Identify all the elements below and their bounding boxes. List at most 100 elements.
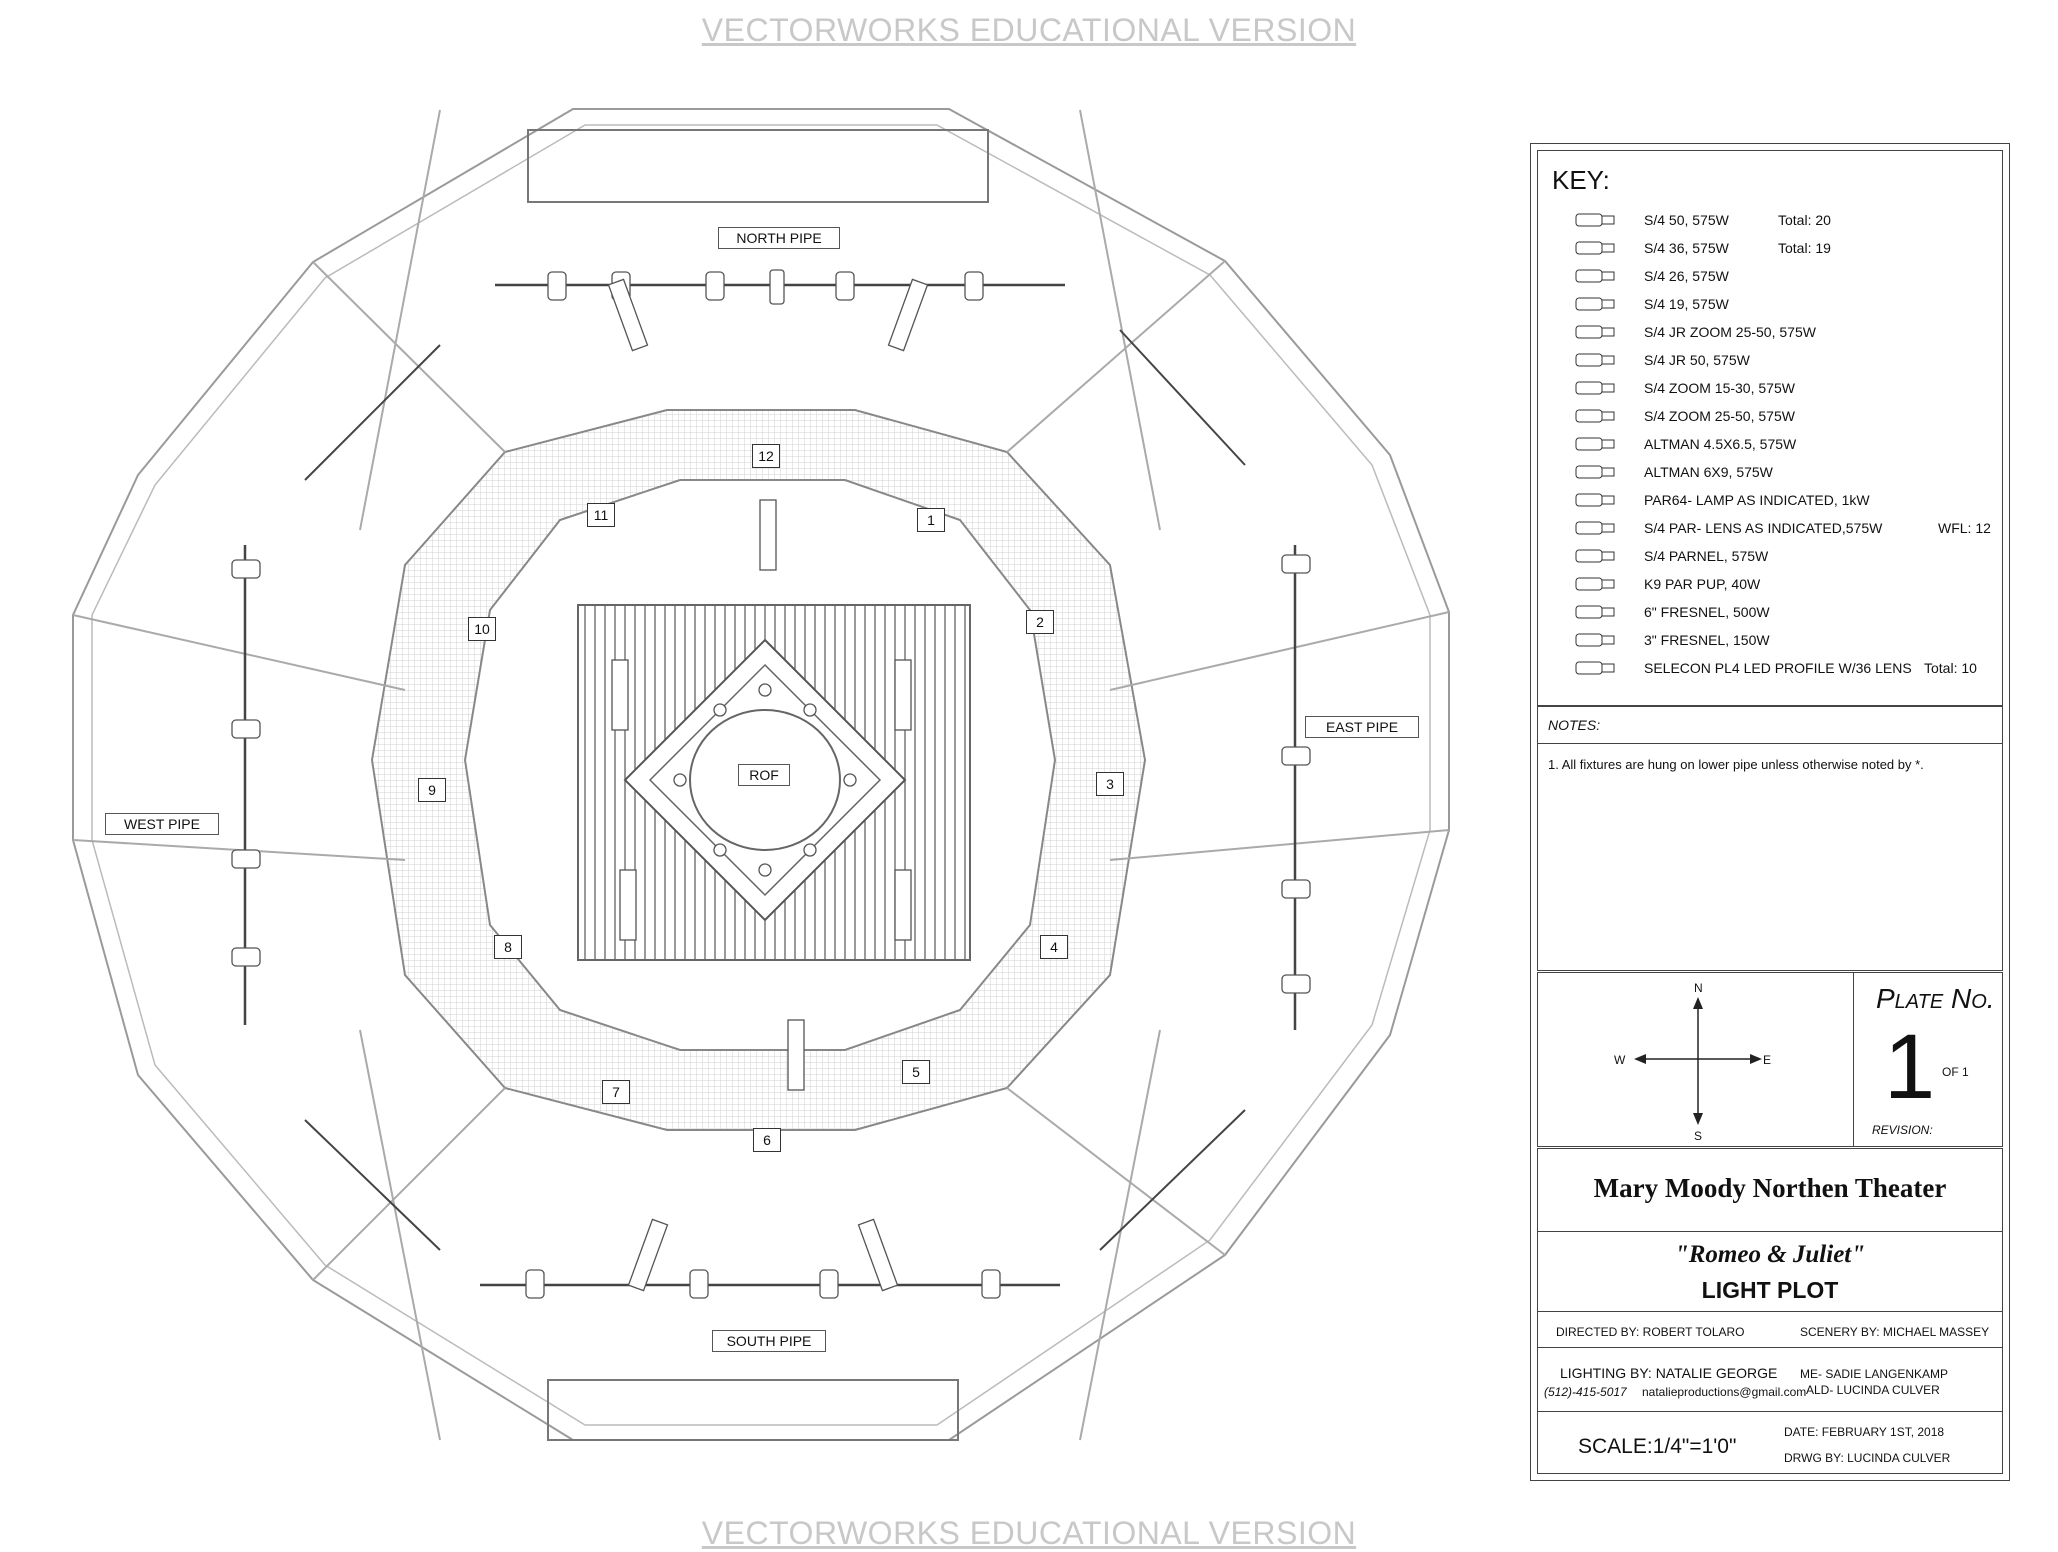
key-item-label: S/4 PAR- LENS AS INDICATED,575W — [1644, 520, 1883, 536]
key-item-label: S/4 ZOOM 15-30, 575W — [1644, 380, 1795, 396]
section-box-3: 3 — [1096, 772, 1124, 796]
fixture-symbol-icon — [1575, 381, 1615, 395]
master-electrician: ME- SADIE LANGENKAMP — [1800, 1367, 1949, 1381]
key-item: 3" FRESNEL, 150W — [1538, 627, 2004, 655]
fixture-symbol-icon — [1575, 465, 1615, 479]
key-item-label: 6" FRESNEL, 500W — [1644, 604, 1770, 620]
fixture-symbol-icon — [1575, 325, 1615, 339]
scale: SCALE:1/4"=1'0" — [1578, 1435, 1737, 1458]
drawn-by: DRWG BY: LUCINDA CULVER — [1784, 1451, 1951, 1465]
key-item-label: K9 PAR PUP, 40W — [1644, 576, 1761, 592]
key-item: S/4 JR 50, 575W — [1538, 347, 2004, 375]
plate-number: 1 — [1884, 1016, 1936, 1118]
plate-of: OF 1 — [1942, 1065, 1969, 1079]
scenery-by: SCENERY BY: MICHAEL MASSEY — [1800, 1325, 1990, 1339]
fixture-symbol-icon — [1575, 577, 1615, 591]
key-item-total: WFL: 12 — [1938, 520, 1991, 536]
fixture-symbol-icon — [1575, 409, 1615, 423]
key-item-label: S/4 JR 50, 575W — [1644, 352, 1750, 368]
show-title: "Romeo & Juliet" — [1674, 1241, 1866, 1268]
fixture-symbol-icon — [1575, 549, 1615, 563]
key-item-label: S/4 26, 575W — [1644, 268, 1729, 284]
notes-box: NOTES: 1. All fixtures are hung on lower… — [1537, 706, 2003, 971]
note-line-1: 1. All fixtures are hung on lower pipe u… — [1548, 757, 1924, 772]
key-title: KEY: — [1552, 165, 1610, 195]
fixture-symbol-icon — [1575, 521, 1615, 535]
key-item-label: ALTMAN 6X9, 575W — [1644, 464, 1773, 480]
section-box-7: 7 — [602, 1080, 630, 1104]
section-box-5: 5 — [902, 1060, 930, 1084]
compass-north: N — [1694, 981, 1703, 995]
revision-label: REVISION: — [1872, 1123, 1933, 1137]
lighting-by: LIGHTING BY: NATALIE GEORGE — [1560, 1365, 1778, 1381]
fixture-symbol-icon — [1575, 213, 1615, 227]
title-block-panel: KEY: S/4 50, 575W Total: 20 S/4 36, 575W To… — [1530, 143, 2010, 1481]
center-rof-label: ROF — [738, 764, 790, 786]
section-box-8: 8 — [494, 935, 522, 959]
section-box-4: 4 — [1040, 935, 1068, 959]
fixture-symbol-icon — [1575, 493, 1615, 507]
key-item-label: S/4 ZOOM 25-50, 575W — [1644, 408, 1795, 424]
directed-by: DIRECTED BY: ROBERT TOLARO — [1556, 1325, 1745, 1339]
fixture-symbol-icon — [1575, 437, 1615, 451]
plate-label: Plate No. — [1876, 983, 1995, 1014]
watermark-bottom: VECTORWORKS EDUCATIONAL VERSION — [701, 1515, 1357, 1551]
key-item: S/4 JR ZOOM 25-50, 575W — [1538, 319, 2004, 347]
key-item: S/4 36, 575W Total: 19 — [1538, 235, 2004, 263]
key-item-total: Total: 19 — [1778, 240, 1831, 256]
compass-east: E — [1763, 1053, 1772, 1067]
key-item-label: ALTMAN 4.5X6.5, 575W — [1644, 436, 1797, 452]
section-box-11: 11 — [587, 503, 615, 527]
compass-west: W — [1614, 1053, 1626, 1067]
south-pipe-label: SOUTH PIPE — [712, 1330, 826, 1352]
key-item-label: S/4 36, 575W — [1644, 240, 1729, 256]
drawing-date: DATE: FEBRUARY 1ST, 2018 — [1784, 1425, 1945, 1439]
section-box-10: 10 — [468, 617, 496, 641]
key-item: S/4 26, 575W — [1538, 263, 2004, 291]
key-item: S/4 PAR- LENS AS INDICATED,575W WFL: 12 — [1538, 515, 2004, 543]
key-item: SELECON PL4 LED PROFILE W/36 LENS Total: … — [1538, 655, 2004, 683]
key-item: ALTMAN 4.5X6.5, 575W — [1538, 431, 2004, 459]
compass-plate-box: N S E W Plate No. 1 OF 1 REVISION: — [1537, 972, 2003, 1147]
key-item-label: 3" FRESNEL, 150W — [1644, 632, 1770, 648]
section-box-2: 2 — [1026, 610, 1054, 634]
fixture-symbol-icon — [1575, 605, 1615, 619]
designer-phone: (512)-415-5017 — [1544, 1385, 1627, 1399]
assistant-designer: ALD- LUCINDA CULVER — [1806, 1383, 1940, 1397]
key-item: S/4 19, 575W — [1538, 291, 2004, 319]
key-item: S/4 50, 575W Total: 20 — [1538, 207, 2004, 235]
west-pipe-label: WEST PIPE — [105, 813, 219, 835]
fixture-symbol-icon — [1575, 661, 1615, 675]
compass-south: S — [1694, 1129, 1703, 1143]
key-item-total: Total: 20 — [1778, 212, 1831, 228]
compass-icon — [1634, 997, 1762, 1125]
fixture-symbol-icon — [1575, 269, 1615, 283]
section-box-12: 12 — [752, 444, 780, 468]
east-pipe-label: EAST PIPE — [1305, 716, 1419, 738]
key-item-label: S/4 50, 575W — [1644, 212, 1729, 228]
key-item: S/4 ZOOM 25-50, 575W — [1538, 403, 2004, 431]
key-item-label: SELECON PL4 LED PROFILE W/36 LENS — [1644, 660, 1912, 676]
plot-title: LIGHT PLOT — [1701, 1277, 1839, 1303]
venue-name: Mary Moody Northen Theater — [1593, 1173, 1947, 1203]
key-item-label: PAR64- LAMP AS INDICATED, 1kW — [1644, 492, 1870, 508]
key-item-label: S/4 JR ZOOM 25-50, 575W — [1644, 324, 1816, 340]
fixture-symbol-icon — [1575, 353, 1615, 367]
key-item: ALTMAN 6X9, 575W — [1538, 459, 2004, 487]
watermark-top: VECTORWORKS EDUCATIONAL VERSION — [701, 12, 1357, 48]
section-box-6: 6 — [753, 1128, 781, 1152]
title-info-box: Mary Moody Northen Theater "Romeo & Juli… — [1537, 1148, 2003, 1474]
key-item: S/4 PARNEL, 575W — [1538, 543, 2004, 571]
key-item-total: Total: 10 — [1924, 660, 1977, 676]
fixture-symbol-icon — [1575, 297, 1615, 311]
designer-email: natalieproductions@gmail.com — [1642, 1385, 1807, 1399]
key-item-label: S/4 PARNEL, 575W — [1644, 548, 1769, 564]
fixture-symbols — [231, 269, 1311, 1299]
key-item: 6" FRESNEL, 500W — [1538, 599, 2004, 627]
key-box: KEY: S/4 50, 575W Total: 20 S/4 36, 575W To… — [1537, 150, 2003, 706]
key-item-label: S/4 19, 575W — [1644, 296, 1729, 312]
north-pipe-label: NORTH PIPE — [718, 227, 840, 249]
key-item: PAR64- LAMP AS INDICATED, 1kW — [1538, 487, 2004, 515]
key-item: S/4 ZOOM 15-30, 575W — [1538, 375, 2004, 403]
section-box-1: 1 — [917, 508, 945, 532]
